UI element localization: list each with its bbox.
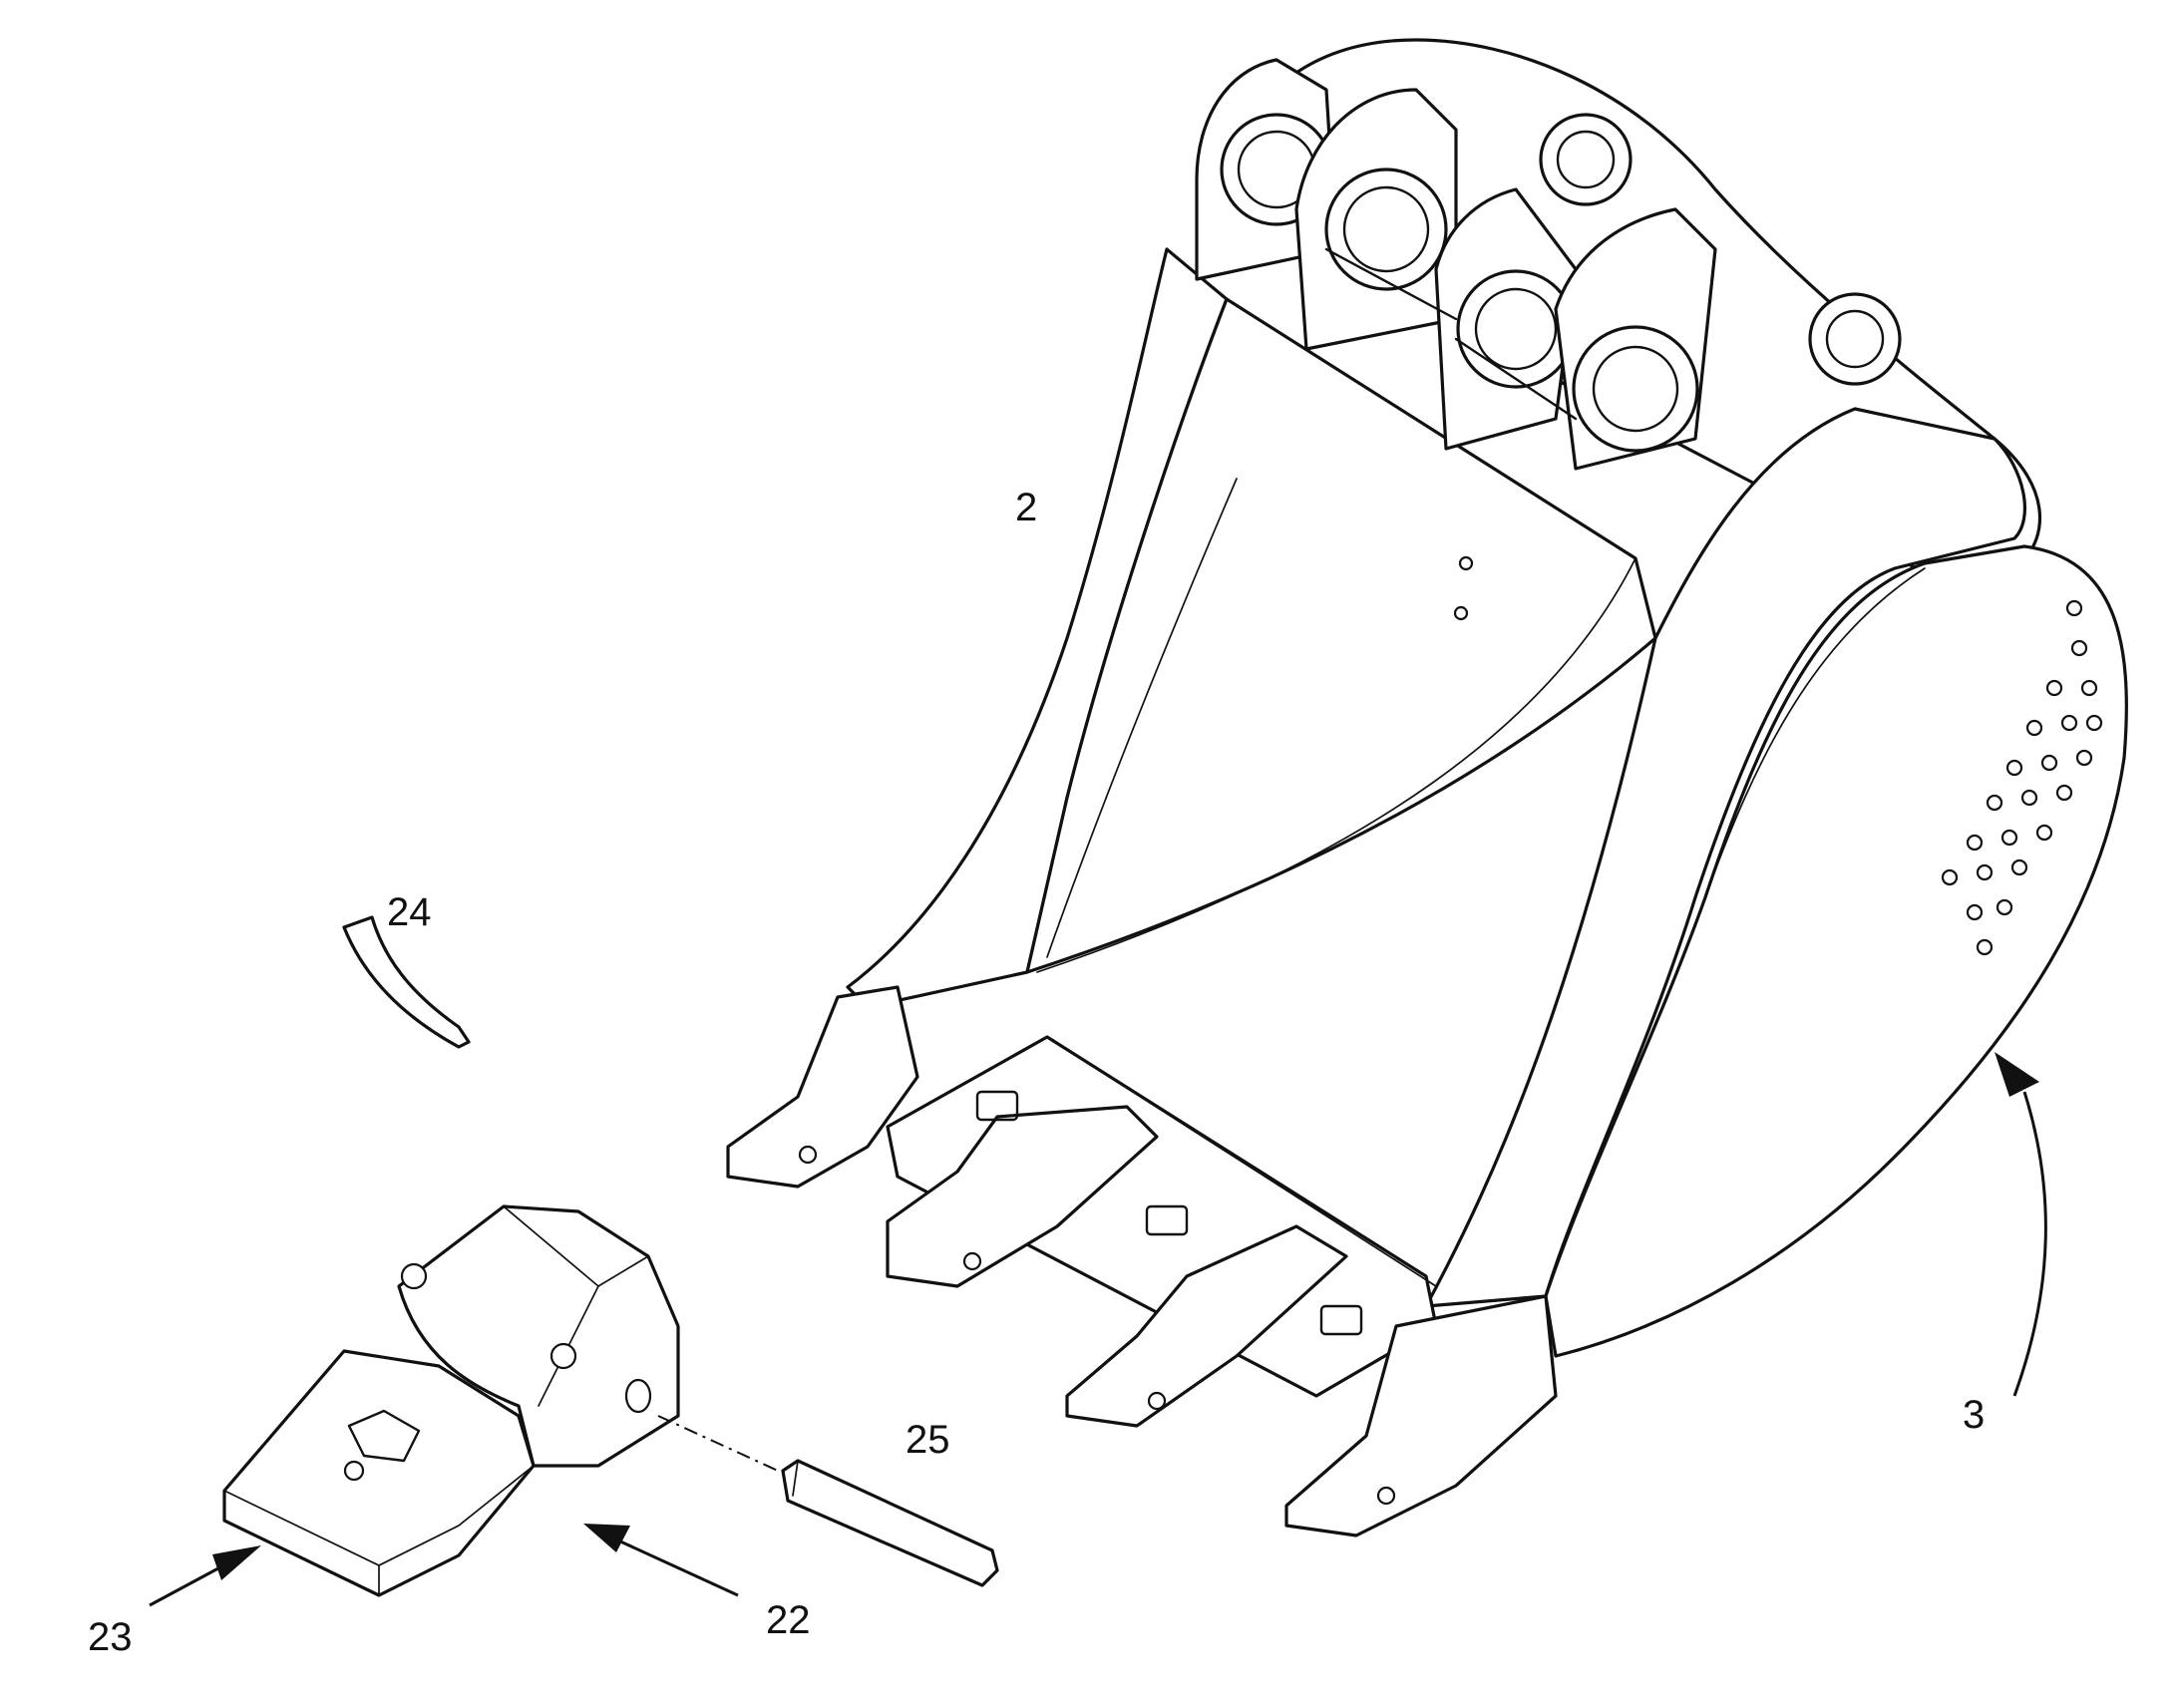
mounted-teeth — [726, 985, 1558, 1537]
hinge-lugs — [1195, 58, 1902, 621]
label-3: 3 — [1963, 1393, 1985, 1437]
adapter-part — [397, 1204, 680, 1468]
shroud-hole-pattern — [1941, 599, 2103, 956]
arrow-23 — [149, 1545, 261, 1607]
arrow-22 — [583, 1524, 739, 1597]
excavator-bucket — [726, 38, 2128, 1537]
arrow-3 — [1995, 1052, 2047, 1397]
pin-axis-line — [657, 1415, 779, 1472]
label-25: 25 — [906, 1418, 950, 1462]
label-22: 22 — [766, 1598, 811, 1642]
pin-part — [781, 1459, 999, 1587]
label-23: 23 — [88, 1615, 133, 1659]
label-2: 2 — [1015, 486, 1037, 529]
tooth-assembly-exploded — [222, 1204, 999, 1597]
side-shroud — [1544, 544, 2128, 1358]
retainer-part — [342, 915, 471, 1049]
label-24: 24 — [387, 890, 432, 934]
